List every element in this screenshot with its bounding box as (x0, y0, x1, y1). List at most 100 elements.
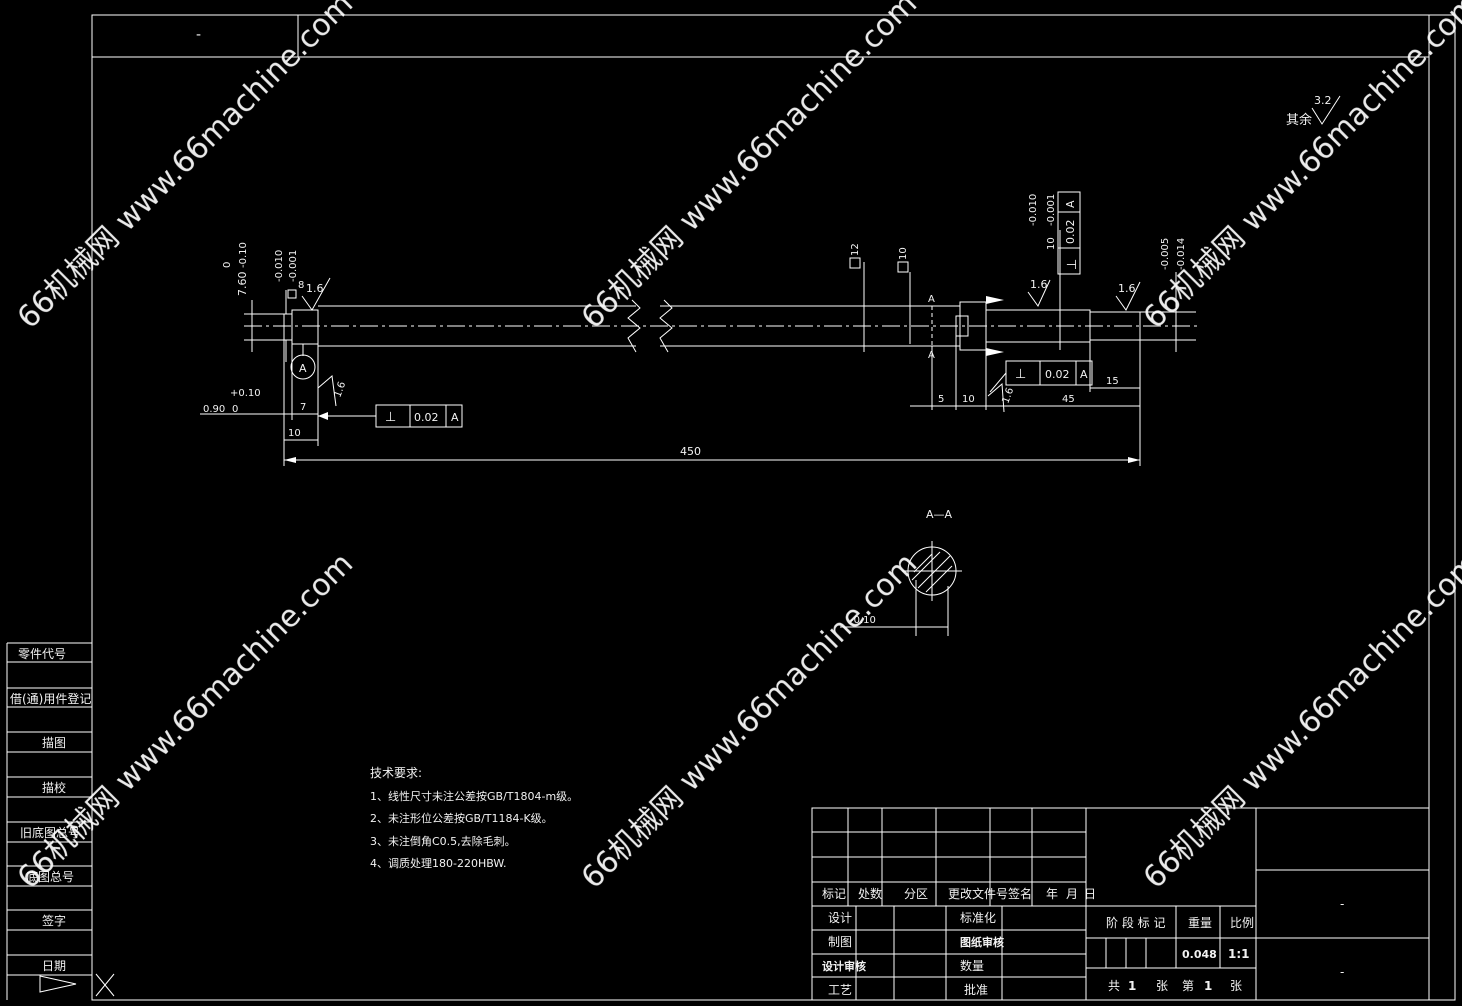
svg-text:1: 1 (1128, 979, 1136, 993)
svg-text:数量: 数量 (960, 958, 984, 973)
side-item: 签字 (42, 913, 66, 928)
watermark-text: 66机械网 www.66machine.com (1137, 0, 1462, 336)
svg-text:0.02: 0.02 (1064, 220, 1077, 245)
svg-text:-0.014: -0.014 (1176, 238, 1187, 270)
svg-text:⊥: ⊥ (1015, 367, 1026, 382)
svg-text:12: 12 (850, 243, 861, 256)
svg-text:10: 10 (288, 428, 301, 439)
watermark-text: 66机械网 www.66machine.com (1137, 546, 1462, 895)
svg-text:A: A (1080, 368, 1088, 381)
svg-text:比例: 比例 (1230, 916, 1254, 930)
svg-text:-0.005: -0.005 (1160, 238, 1171, 270)
svg-text:-0.001: -0.001 (288, 250, 299, 282)
svg-text:0: 0 (222, 262, 233, 268)
section-view: A—A -0.10 (840, 508, 962, 636)
svg-text:设计: 设计 (828, 911, 852, 925)
svg-text:15: 15 (1106, 376, 1119, 387)
svg-text:0.90: 0.90 (203, 404, 225, 415)
notes-title: 技术要求: (370, 766, 422, 780)
svg-text:A: A (451, 411, 459, 424)
svg-text:10: 10 (898, 247, 909, 260)
technical-notes: 技术要求: 1、线性尺寸未注公差按GB/T1804-m级。 2、未注形位公差按G… (370, 766, 578, 870)
roughness-other-label: 其余 (1286, 112, 1312, 128)
svg-text:⊥: ⊥ (1065, 259, 1080, 270)
svg-text:-: - (1340, 965, 1344, 979)
svg-text:月: 月 (1066, 887, 1078, 901)
svg-text:1.6: 1.6 (332, 380, 348, 399)
top-left-mark: - (196, 27, 201, 43)
svg-text:-0.010: -0.010 (1028, 194, 1039, 226)
outer-frame (91, 14, 1456, 1001)
title-block: 标记 处数 分区 更改文件号 签名 年 月 日 设计 制图 设计审核 工艺 标准… (811, 807, 1430, 1001)
svg-text:0.048: 0.048 (1182, 948, 1217, 961)
svg-text:工艺: 工艺 (828, 983, 852, 997)
svg-text:图纸审核: 图纸审核 (960, 935, 1004, 949)
section-label: A—A (926, 508, 953, 521)
note-item: 2、未注形位公差按GB/T1184-K级。 (370, 811, 553, 825)
svg-text:张: 张 (1156, 979, 1168, 993)
svg-text:分区: 分区 (904, 887, 928, 901)
svg-text:标记: 标记 (822, 887, 846, 901)
side-strip: 零件代号 借(通)用件登记 描图 描校 旧底图总号 底图总号 签字 日期 (6, 642, 115, 1000)
svg-text:1.6: 1.6 (1000, 386, 1016, 405)
side-item: 零件代号 (18, 647, 66, 661)
svg-text:7: 7 (300, 402, 306, 413)
svg-text:1: 1 (1204, 979, 1212, 993)
watermark-text: 66机械网 www.66machine.com (575, 546, 924, 895)
note-item: 4、调质处理180-220HBW. (370, 857, 507, 870)
svg-text:-0.010: -0.010 (274, 250, 285, 282)
svg-text:0.02: 0.02 (1045, 368, 1070, 381)
svg-text:10: 10 (1046, 237, 1057, 250)
side-item: 旧底图总号 (20, 825, 80, 840)
svg-text:设计审核: 设计审核 (822, 959, 866, 973)
svg-text:标准化: 标准化 (960, 911, 996, 925)
svg-text:+0.10: +0.10 (230, 388, 261, 399)
svg-text:1.6: 1.6 (1118, 282, 1136, 295)
side-item: 描图 (42, 736, 66, 750)
svg-text:⊥: ⊥ (385, 410, 396, 425)
side-item: 描校 (42, 780, 66, 795)
svg-text:1.6: 1.6 (306, 282, 324, 295)
shaft-view: A A A 7.60 0 -0.10 -0.010 -0.001 8 1.6 1… (200, 94, 1341, 466)
svg-text:-: - (1340, 897, 1344, 911)
svg-text:共: 共 (1108, 979, 1120, 993)
svg-text:重量: 重量 (1188, 916, 1212, 930)
svg-text:0: 0 (232, 404, 238, 415)
svg-text:1:1: 1:1 (1228, 947, 1250, 961)
svg-text:-0.001: -0.001 (1046, 194, 1057, 226)
svg-text:处数: 处数 (858, 886, 882, 901)
svg-text:张: 张 (1230, 979, 1242, 993)
svg-text:更改文件号: 更改文件号 (948, 886, 1008, 901)
svg-text:1.6: 1.6 (1030, 278, 1048, 291)
svg-text:第: 第 (1182, 979, 1194, 993)
watermark-text: 66机械网 www.66machine.com (11, 546, 360, 895)
svg-text:45: 45 (1062, 394, 1075, 405)
svg-text:年: 年 (1046, 887, 1058, 901)
side-item: 底图总号 (26, 869, 74, 884)
svg-text:-0.10: -0.10 (850, 615, 876, 626)
inner-frame (91, 56, 1430, 1001)
svg-text:8: 8 (298, 280, 304, 291)
svg-text:日: 日 (1084, 887, 1096, 901)
note-item: 1、线性尺寸未注公差按GB/T1804-m级。 (370, 789, 578, 803)
svg-text:10: 10 (962, 394, 975, 405)
watermark: 66机械网 www.66machine.com 66机械网 www.66mach… (11, 0, 1462, 896)
svg-text:A: A (1064, 200, 1077, 208)
svg-text:5: 5 (938, 394, 944, 405)
svg-text:0.02: 0.02 (414, 411, 439, 424)
side-item: 日期 (42, 959, 66, 973)
svg-text:7.60: 7.60 (236, 272, 249, 297)
roughness-other-value: 3.2 (1314, 94, 1332, 107)
watermark-text: 66机械网 www.66machine.com (575, 0, 924, 336)
svg-text:-0.10: -0.10 (238, 242, 249, 268)
svg-text:A: A (299, 362, 307, 375)
svg-text:阶 段 标 记: 阶 段 标 记 (1106, 915, 1165, 930)
svg-text:A: A (928, 294, 935, 305)
svg-text:批准: 批准 (964, 982, 988, 997)
svg-text:签名: 签名 (1008, 886, 1032, 901)
side-item: 借(通)用件登记 (10, 691, 91, 706)
svg-text:制图: 制图 (828, 935, 852, 949)
dim-450: 450 (680, 445, 701, 458)
note-item: 3、未注倒角C0.5,去除毛刺。 (370, 834, 516, 848)
